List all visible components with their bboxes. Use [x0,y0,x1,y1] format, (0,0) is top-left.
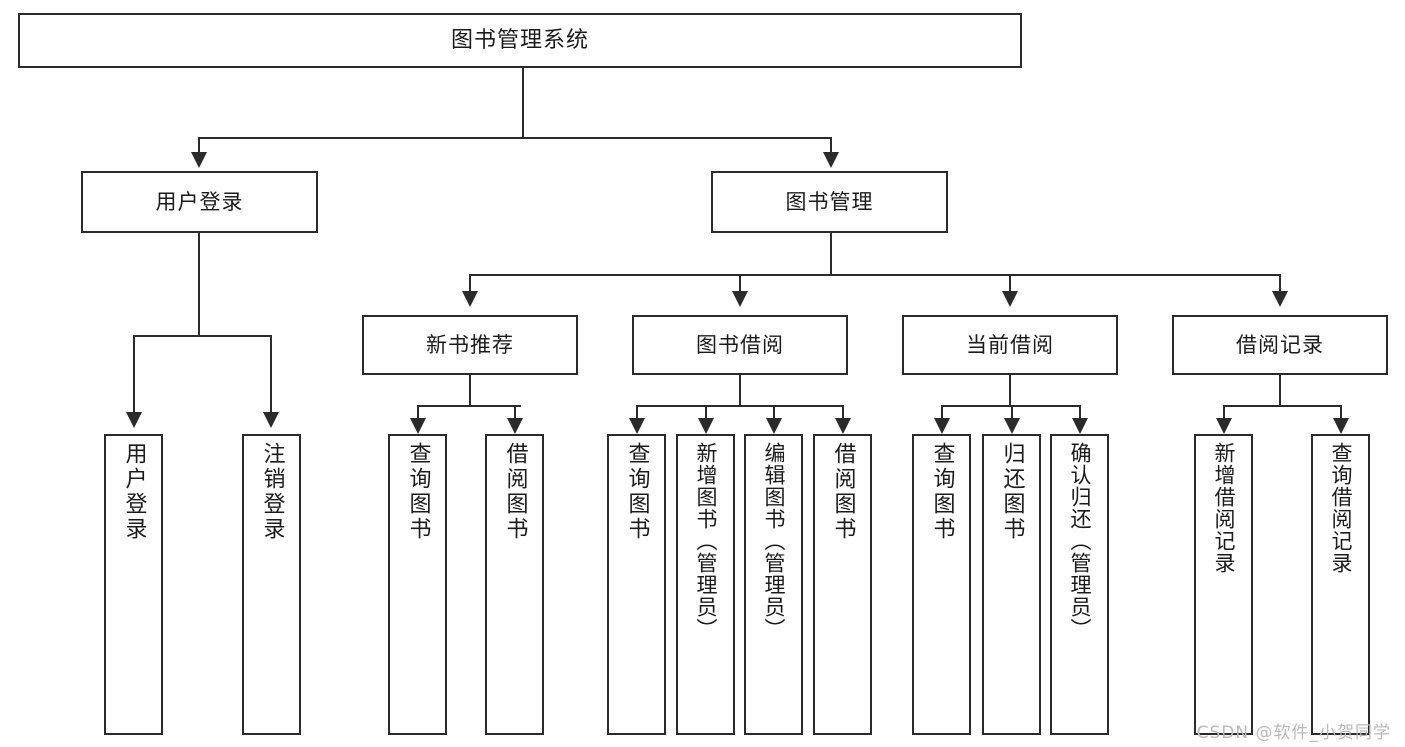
connector-br-leaf-2 [1340,405,1342,420]
leaf-book-borrow-query-book[interactable]: 查询图书 [607,434,666,735]
node-label: 查询图书 [624,442,650,542]
leaf-user-login-logout[interactable]: 注销登录 [242,434,301,735]
leaf-current-borrow-confirm-return-admin[interactable]: 确认归还（管理员） [1050,434,1109,735]
leaf-current-borrow-query-book[interactable]: 查询图书 [912,434,971,735]
node-label: 新增借阅记录 [1212,442,1236,574]
connector-cb-leaf-3 [1079,405,1081,420]
arrow-bb-leaf-2 [698,418,714,434]
node-label: 查询借阅记录 [1329,442,1353,574]
arrow-cb-leaf-2 [1004,418,1020,434]
connector-bb-leaf-4 [842,405,844,420]
node-label: 查询图书 [405,442,431,542]
leaf-user-login-login[interactable]: 用户登录 [104,434,163,735]
leaf-new-book-borrow-book[interactable]: 借阅图书 [485,434,544,735]
arrow-to-current-borrow [1002,291,1018,307]
arrow-user-login-to-leaf-1 [126,412,142,428]
node-label: 图书借阅 [696,332,784,357]
connector-cb-leaf-1 [941,405,943,420]
leaf-borrow-record-add-record[interactable]: 新增借阅记录 [1194,434,1253,735]
connector-new-book-recommend-stem [469,375,471,406]
arrow-to-borrow-record [1272,291,1288,307]
connector-to-new-book-recommend [469,274,471,294]
connector-current-borrow-bar [941,405,1080,407]
connector-new-book-recommend-bar [417,405,521,407]
arrow-br-leaf-2 [1333,418,1349,434]
node-label: 用户登录 [155,189,244,214]
node-label: 图书管理 [785,189,874,214]
connector-root-to-user-login [198,137,200,155]
node-label: 用户登录 [121,442,147,542]
connector-root-stem [522,68,524,138]
arrow-bb-leaf-3 [766,418,782,434]
connector-book-borrow-stem [739,375,741,406]
node-label: 注销登录 [259,442,285,542]
connector-user-login-to-leaf-1 [133,335,135,415]
node-label: 编辑图书（管理员） [762,442,786,640]
arrow-nbr-leaf-1 [410,418,426,434]
node-label: 图书管理系统 [450,27,589,53]
arrow-br-leaf-1 [1216,418,1232,434]
node-user-login[interactable]: 用户登录 [81,171,318,233]
connector-to-current-borrow [1009,274,1011,294]
arrow-cb-leaf-3 [1072,418,1088,434]
node-label: 借阅记录 [1236,332,1324,357]
node-borrow-record[interactable]: 借阅记录 [1172,315,1388,375]
node-label: 新书推荐 [426,332,514,357]
arrow-bb-leaf-4 [835,418,851,434]
leaf-book-borrow-edit-book-admin[interactable]: 编辑图书（管理员） [744,434,803,735]
node-label: 借阅图书 [502,442,528,542]
node-book-management[interactable]: 图书管理 [711,171,948,233]
connector-root-bar [198,137,832,139]
node-label: 确认归还（管理员） [1068,442,1092,640]
arrow-cb-leaf-1 [934,418,950,434]
node-book-borrow[interactable]: 图书借阅 [632,315,848,375]
node-label: 当前借阅 [966,332,1054,357]
connector-bb-leaf-2 [705,405,707,420]
connector-book-borrow-bar [636,405,843,407]
connector-bb-leaf-1 [636,405,638,420]
node-label: 查询图书 [929,442,955,542]
node-label: 归还图书 [999,442,1025,542]
node-label: 新增图书（管理员） [694,442,718,640]
leaf-borrow-record-query-record[interactable]: 查询借阅记录 [1311,434,1370,735]
arrow-root-to-book-management [823,152,839,168]
leaf-current-borrow-return-book[interactable]: 归还图书 [982,434,1041,735]
connector-nbr-leaf-2 [514,405,516,420]
connector-nbr-leaf-1 [417,405,419,420]
connector-book-management-stem [830,233,832,275]
connector-user-login-bar [133,335,271,337]
connector-bb-leaf-3 [773,405,775,420]
arrow-to-new-book-recommend [462,291,478,307]
connector-br-leaf-1 [1223,405,1225,420]
connector-level2-bar [469,274,1281,276]
arrow-to-book-borrow [732,291,748,307]
leaf-book-borrow-add-book-admin[interactable]: 新增图书（管理员） [676,434,735,735]
connector-user-login-to-leaf-2 [270,335,272,415]
node-label: 借阅图书 [830,442,856,542]
node-root-book-management-system[interactable]: 图书管理系统 [18,13,1022,68]
arrow-user-login-to-leaf-2 [263,412,279,428]
connector-user-login-stem [198,233,200,336]
connector-borrow-record-stem [1279,375,1281,406]
connector-current-borrow-stem [1009,375,1011,406]
arrow-root-to-user-login [191,152,207,168]
arrow-bb-leaf-1 [629,418,645,434]
connector-root-to-book-management [830,137,832,155]
leaf-book-borrow-borrow-book[interactable]: 借阅图书 [813,434,872,735]
arrow-nbr-leaf-2 [507,418,523,434]
connector-to-borrow-record [1279,274,1281,294]
connector-borrow-record-bar [1223,405,1341,407]
leaf-new-book-query-book[interactable]: 查询图书 [388,434,447,735]
node-current-borrow[interactable]: 当前借阅 [902,315,1118,375]
connector-to-book-borrow [739,274,741,294]
node-new-book-recommend[interactable]: 新书推荐 [362,315,578,375]
connector-cb-leaf-2 [1011,405,1013,420]
